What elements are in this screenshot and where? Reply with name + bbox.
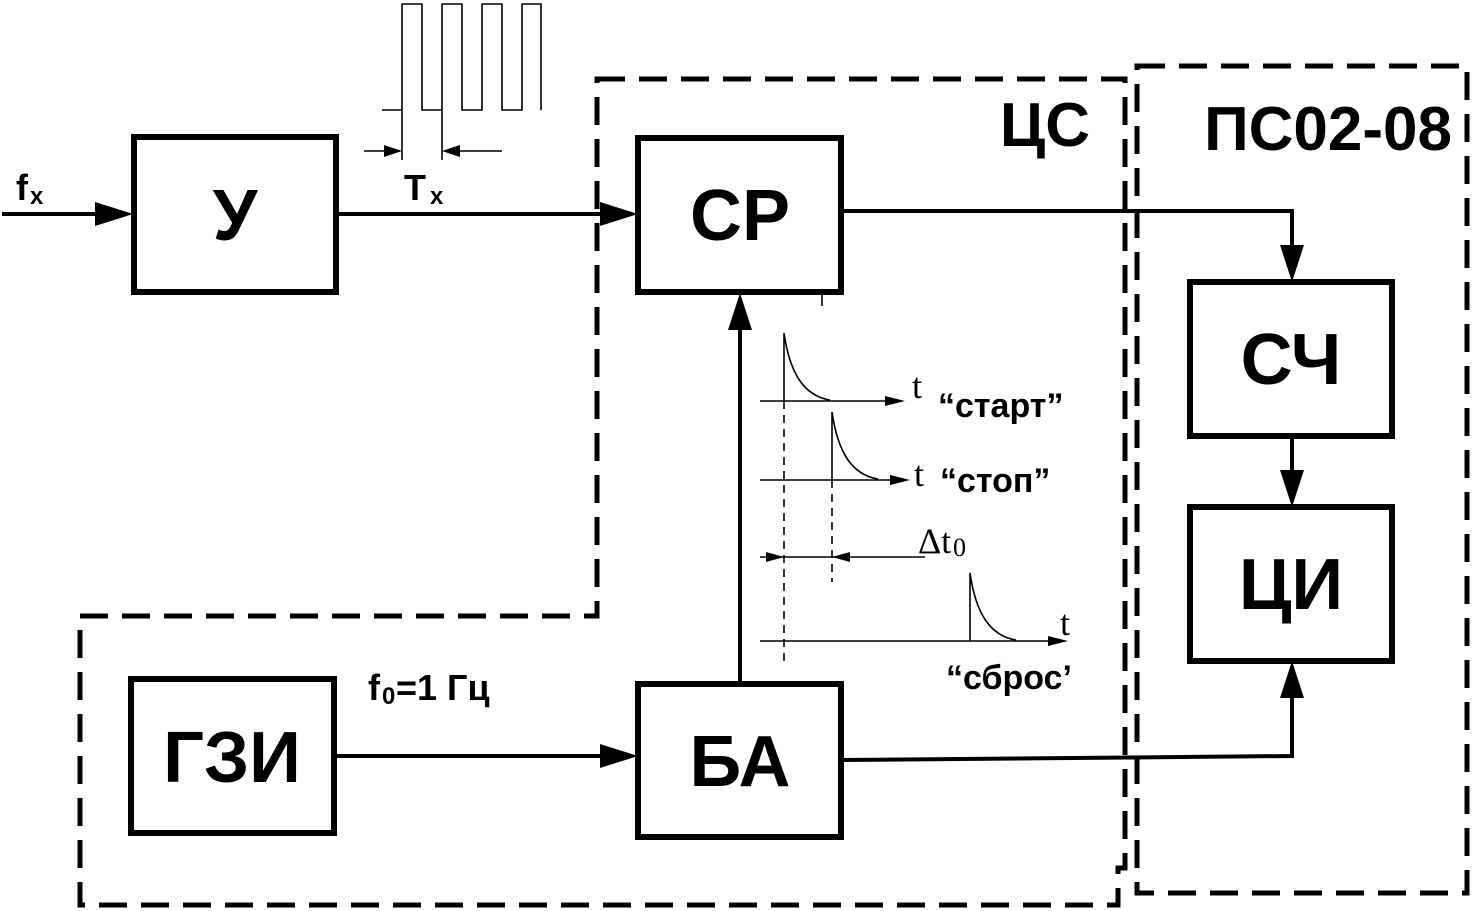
cs-group-label: ЦС	[1000, 91, 1090, 160]
delta-arrow-left	[766, 552, 784, 562]
reset-axis-t: t	[1060, 603, 1070, 643]
ba-label: БА	[689, 722, 790, 802]
start-axis-t: t	[912, 366, 922, 406]
svg-text:=1 Гц: =1 Гц	[396, 667, 490, 708]
fx-label: f x	[16, 167, 44, 210]
sr-to-sch-wire	[841, 209, 1294, 255]
delta-t-sub: 0	[953, 533, 966, 562]
start-axis-arrow	[885, 396, 905, 406]
ba-to-ci-wire	[840, 688, 1294, 762]
cs-group-boundary	[77, 76, 1128, 908]
delta-t-main: Δt	[918, 521, 951, 561]
gzi-to-ba-arrow	[600, 744, 638, 768]
start-pulse	[783, 332, 831, 401]
ps-group-boundary	[1134, 63, 1470, 896]
ba-block	[635, 681, 844, 840]
ps-group-label: ПС02-08	[1204, 95, 1452, 164]
ba-to-ci-arrow	[1280, 661, 1304, 698]
ci-label: ЦИ	[1239, 545, 1343, 625]
amplifier-label: У	[213, 176, 259, 256]
svg-text:x: x	[430, 183, 444, 210]
svg-text:0: 0	[382, 683, 395, 710]
reset-pulse	[969, 572, 1017, 641]
sch-label: СЧ	[1241, 320, 1342, 400]
stop-axis-t: t	[914, 454, 924, 494]
input-arrow	[95, 202, 133, 226]
pulse-train-waveform	[382, 3, 542, 111]
timing-diagram: t “старт” t “стоп” Δt 0 t “сброс’	[760, 332, 1072, 697]
f0-label: f 0 =1 Гц	[368, 667, 490, 710]
sch-block	[1187, 279, 1395, 439]
u-to-sr-arrow	[600, 202, 638, 226]
sr-label: СР	[690, 176, 790, 256]
stop-axis-arrow	[890, 475, 910, 485]
sr-block	[635, 135, 844, 295]
tx-arrow-right	[442, 145, 460, 157]
stop-pulse	[831, 411, 879, 480]
stop-signal-label: “стоп”	[940, 462, 1050, 500]
ci-block	[1187, 504, 1395, 664]
delta-arrow-right	[832, 552, 850, 562]
tx-arrow-left	[384, 145, 402, 157]
start-signal-label: “старт”	[938, 387, 1063, 425]
tx-label: T x	[404, 167, 444, 210]
gzi-block	[128, 676, 337, 836]
reset-signal-label: “сброс’	[946, 659, 1072, 697]
gzi-label: ГЗИ	[163, 718, 301, 798]
reset-axis-arrow	[1048, 636, 1068, 646]
svg-text:x: x	[30, 183, 44, 210]
sch-to-ci-arrow	[1280, 470, 1304, 507]
sr-to-sch-arrow	[1280, 245, 1304, 282]
svg-text:f: f	[368, 667, 381, 708]
ba-to-sr-arrow	[728, 293, 752, 330]
svg-text:T: T	[404, 167, 426, 208]
svg-text:f: f	[16, 167, 29, 208]
